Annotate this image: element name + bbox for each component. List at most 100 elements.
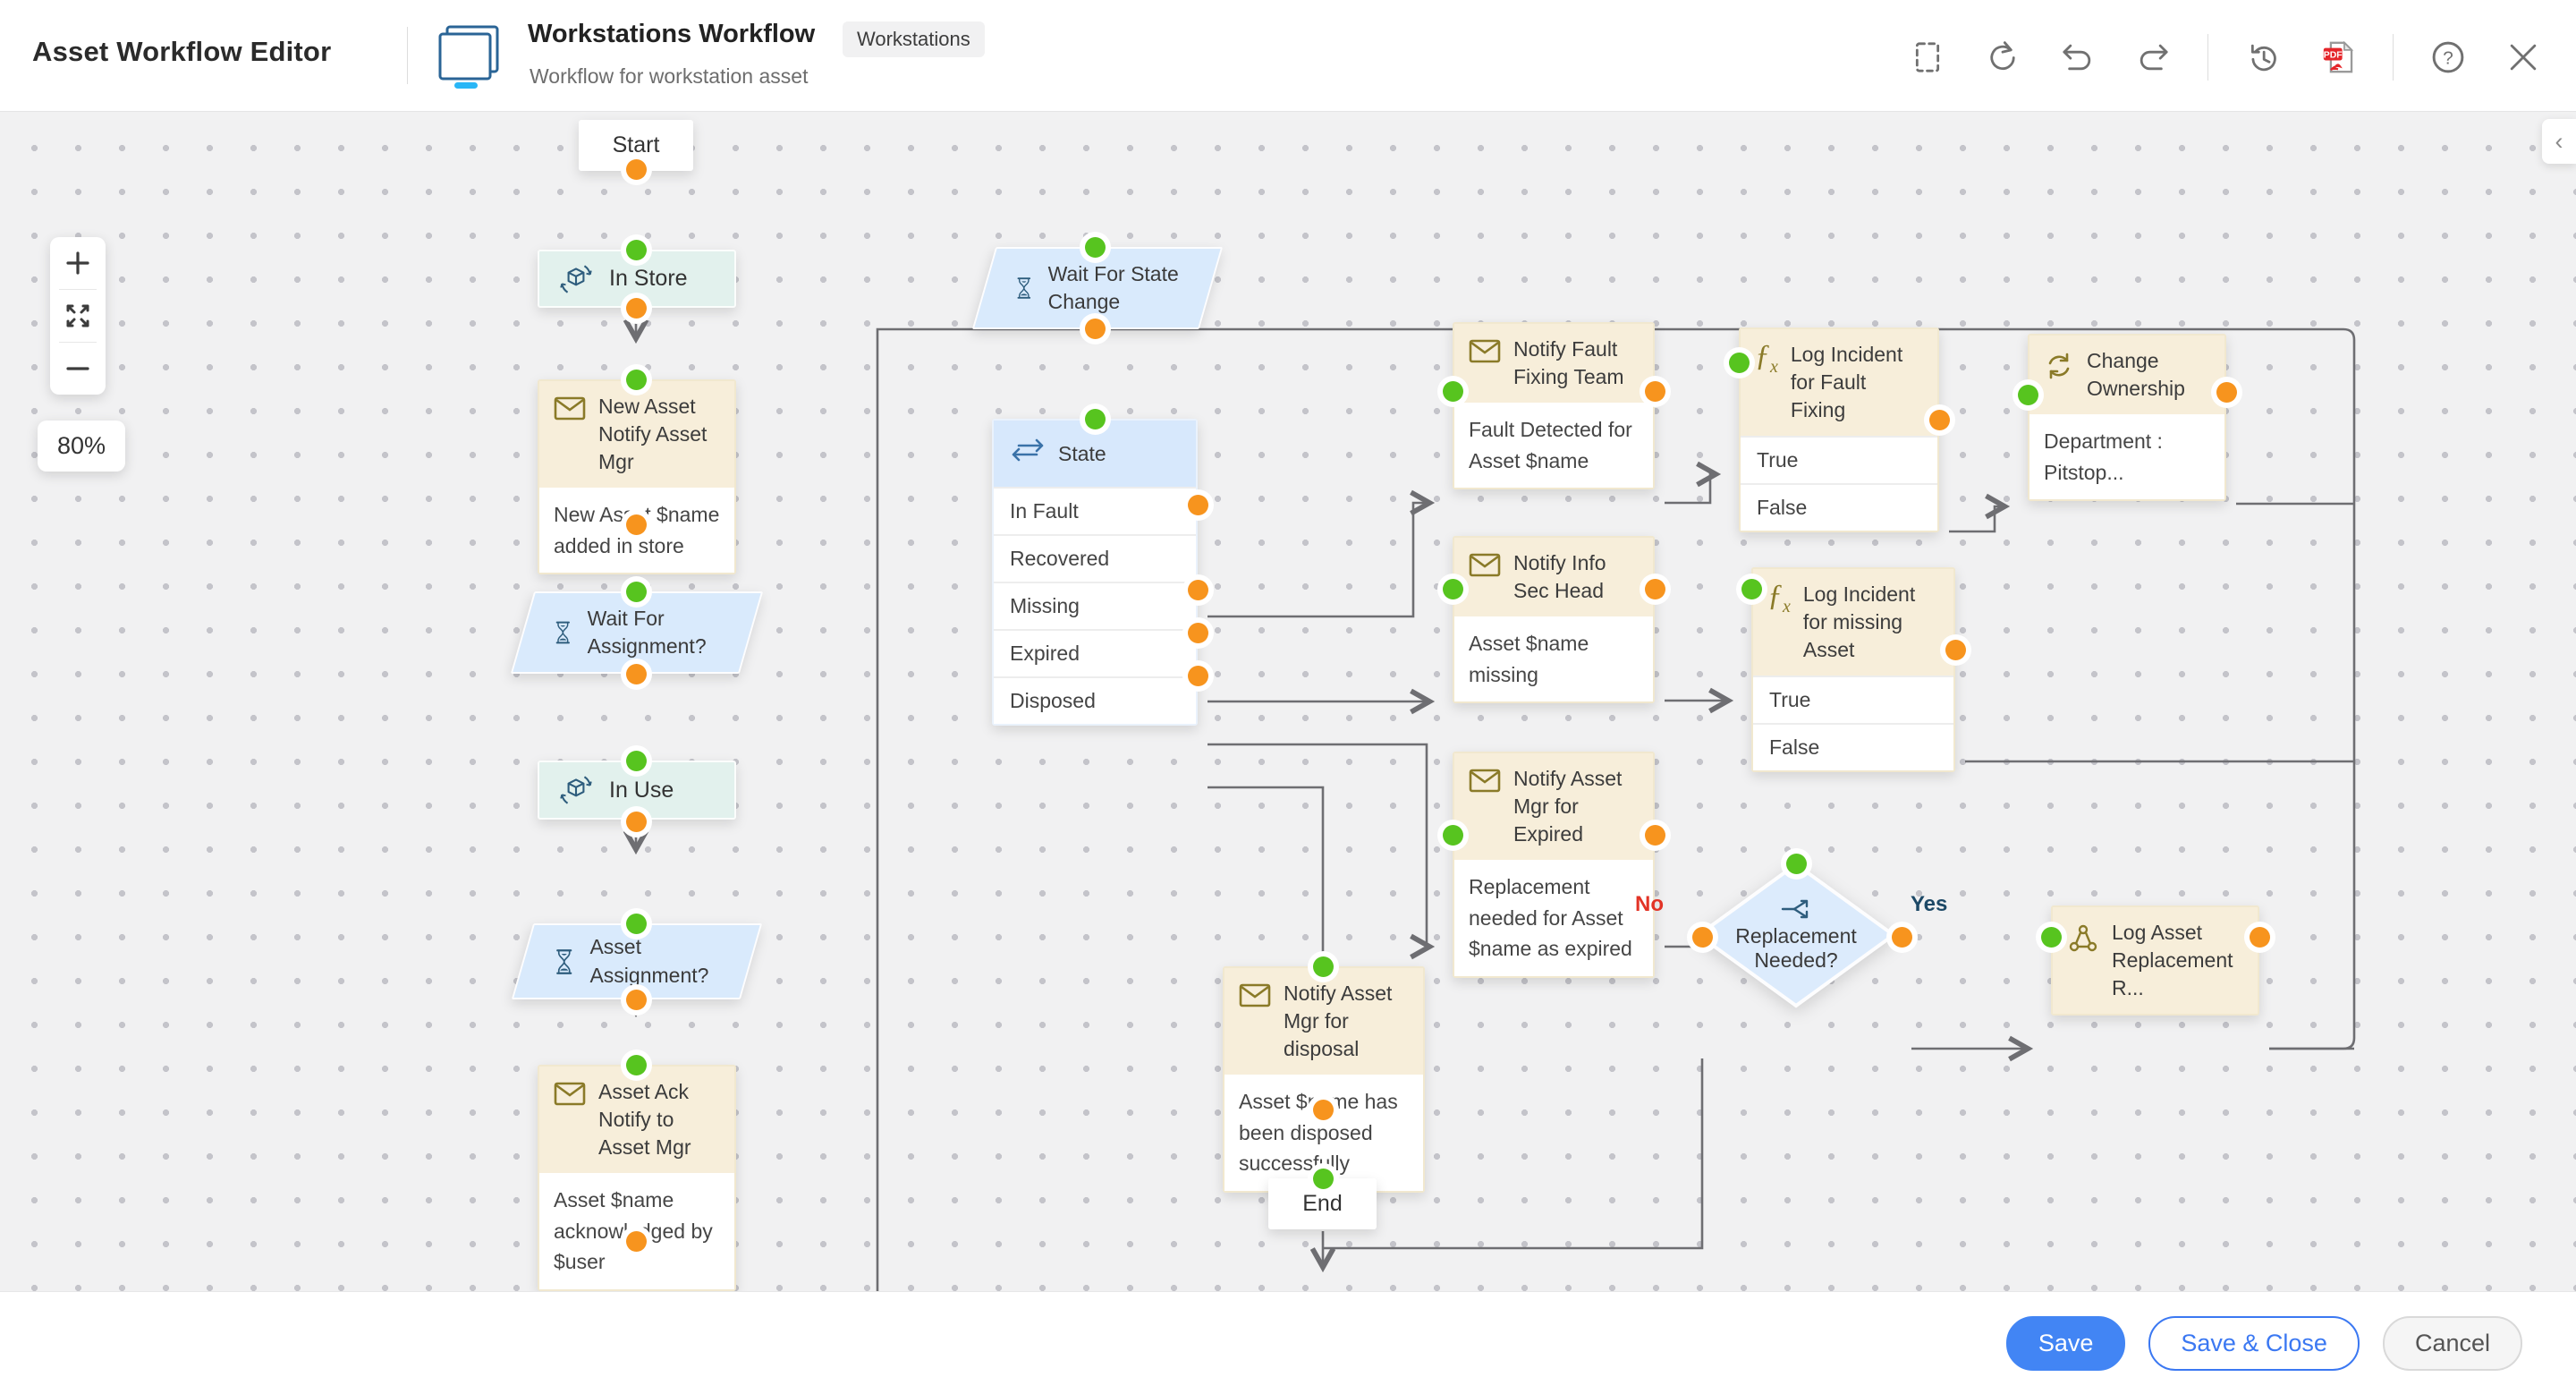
- edge-label-yes: Yes: [1911, 892, 1948, 916]
- port-in[interactable]: [626, 751, 647, 771]
- port-in[interactable]: [626, 582, 647, 602]
- export-pdf-icon[interactable]: PDF: [2318, 37, 2359, 78]
- refresh-icon[interactable]: [1982, 37, 2023, 78]
- node-state[interactable]: State In Fault Recovered Missing Expired…: [992, 419, 1198, 727]
- footer-actions: Save Save & Close Cancel: [0, 1291, 2576, 1394]
- svg-text:PDF: PDF: [2324, 51, 2343, 61]
- node-new-asset-notify[interactable]: New Asset Notify Asset Mgr New Asset $na…: [538, 379, 736, 575]
- port-out[interactable]: [1645, 579, 1665, 599]
- port-in[interactable]: [1443, 825, 1463, 846]
- save-button[interactable]: Save: [2005, 1315, 2126, 1371]
- workflow-canvas[interactable]: 80% ‹ Start In Store New Asset Notify As…: [0, 112, 2576, 1291]
- port-in[interactable]: [1085, 409, 1106, 429]
- mail-icon: [1239, 983, 1271, 1015]
- branch-false[interactable]: False: [1753, 723, 1953, 771]
- port-out[interactable]: [626, 1231, 647, 1252]
- zoom-in-button[interactable]: [50, 237, 106, 289]
- port-in[interactable]: [1729, 353, 1750, 373]
- workstation-monitor-icon: [438, 25, 499, 89]
- port-in[interactable]: [1085, 237, 1106, 258]
- port-out[interactable]: [626, 664, 647, 684]
- zoom-out-button[interactable]: [50, 343, 106, 395]
- change-sync-icon: [2044, 351, 2074, 388]
- workflow-badge: Workstations: [843, 21, 985, 57]
- port-out[interactable]: [626, 514, 647, 535]
- port-out[interactable]: [1692, 927, 1713, 948]
- branch-true[interactable]: True: [1753, 676, 1953, 724]
- mail-icon: [1469, 339, 1501, 370]
- state-row-expired[interactable]: Expired: [994, 629, 1196, 677]
- port-out[interactable]: [1945, 640, 1966, 660]
- node-log-incident-fault-fixing[interactable]: ƒx Log Incident for Fault Fixing True Fa…: [1739, 327, 1939, 533]
- toolbar-divider: [2207, 34, 2208, 81]
- node-log-incident-missing-asset[interactable]: ƒx Log Incident for missing Asset True F…: [1751, 567, 1955, 773]
- asset-state-cube-icon: [560, 264, 592, 293]
- state-row-recovered[interactable]: Recovered: [994, 534, 1196, 582]
- node-notify-disposal[interactable]: Notify Asset Mgr for disposal Asset $nam…: [1223, 966, 1425, 1193]
- port-out[interactable]: [2216, 382, 2237, 403]
- port-out[interactable]: [626, 298, 647, 319]
- branch-true[interactable]: True: [1741, 436, 1937, 484]
- port-in[interactable]: [1313, 956, 1334, 977]
- port-out[interactable]: [1645, 825, 1665, 846]
- header: Asset Workflow Editor Workstations Workf…: [0, 0, 2576, 112]
- port-in[interactable]: [626, 914, 647, 934]
- node-wait-for-state-change[interactable]: Wait For State Change: [971, 247, 1224, 329]
- collapse-panel-chevron-icon[interactable]: ‹: [2542, 119, 2576, 164]
- port-in[interactable]: [2041, 927, 2062, 948]
- node-log-asset-replacement[interactable]: Log Asset Replacement R...: [2051, 905, 2259, 1016]
- node-notify-expired[interactable]: Notify Asset Mgr for Expired Replacement…: [1453, 752, 1655, 978]
- hourglass-icon: [555, 621, 570, 644]
- edge-label-no: No: [1635, 892, 1664, 916]
- undo-icon[interactable]: [2057, 37, 2098, 78]
- marquee-select-icon[interactable]: [1907, 37, 1948, 78]
- hourglass-icon: [556, 948, 572, 974]
- divider: [59, 342, 97, 343]
- node-notify-infosec-head[interactable]: Notify Info Sec Head Asset $name missing: [1453, 536, 1655, 704]
- port-in[interactable]: [1786, 854, 1807, 874]
- state-row-disposed[interactable]: Disposed: [994, 676, 1196, 725]
- port-in[interactable]: [626, 240, 647, 260]
- node-change-ownership[interactable]: Change Ownership Department : Pitstop...: [2028, 334, 2226, 502]
- cancel-button[interactable]: Cancel: [2382, 1315, 2522, 1371]
- port-out[interactable]: [626, 812, 647, 832]
- state-row-in-fault[interactable]: In Fault: [994, 487, 1196, 535]
- port-in[interactable]: [626, 1055, 647, 1075]
- port-out[interactable]: [1188, 623, 1208, 643]
- zoom-level-badge[interactable]: 80%: [38, 421, 126, 472]
- port-in[interactable]: [1313, 1169, 1334, 1189]
- port-out[interactable]: [626, 990, 647, 1010]
- port-out[interactable]: [1929, 410, 1950, 430]
- node-asset-assignment[interactable]: Asset Assignment?: [511, 923, 763, 999]
- port-out[interactable]: [1188, 666, 1208, 686]
- node-wait-for-assignment[interactable]: Wait For Assignment?: [510, 591, 764, 674]
- port-in[interactable]: [2018, 385, 2038, 405]
- workflow-subtitle: Workflow for workstation asset: [530, 64, 809, 88]
- fit-to-screen-button[interactable]: [50, 290, 106, 342]
- history-icon[interactable]: [2242, 37, 2284, 78]
- port-out[interactable]: [1645, 381, 1665, 402]
- port-in[interactable]: [626, 370, 647, 390]
- state-row-missing[interactable]: Missing: [994, 582, 1196, 630]
- help-icon[interactable]: ?: [2428, 37, 2469, 78]
- port-out[interactable]: [626, 159, 647, 180]
- port-out[interactable]: [1085, 319, 1106, 339]
- node-replacement-needed[interactable]: Replacement Needed?: [1695, 862, 1897, 1008]
- port-in[interactable]: [1443, 381, 1463, 402]
- workflow-title: Workstations Workflow: [528, 20, 816, 48]
- redo-icon[interactable]: [2132, 37, 2174, 78]
- port-out[interactable]: [1313, 1100, 1334, 1120]
- branch-false[interactable]: False: [1741, 483, 1937, 531]
- port-out[interactable]: [2250, 927, 2270, 948]
- port-out[interactable]: [1892, 927, 1912, 948]
- node-notify-fault-fixing-team[interactable]: Notify Fault Fixing Team Fault Detected …: [1453, 322, 1655, 490]
- mail-icon: [1469, 553, 1501, 584]
- port-out[interactable]: [1188, 580, 1208, 600]
- custom-action-icon: [2067, 922, 2099, 962]
- node-asset-ack-notify[interactable]: Asset Ack Notify to Asset Mgr Asset $nam…: [538, 1065, 736, 1291]
- port-in[interactable]: [1443, 579, 1463, 599]
- port-in[interactable]: [1741, 579, 1762, 599]
- save-and-close-button[interactable]: Save & Close: [2148, 1315, 2360, 1371]
- close-icon[interactable]: [2503, 37, 2544, 78]
- port-out[interactable]: [1188, 495, 1208, 515]
